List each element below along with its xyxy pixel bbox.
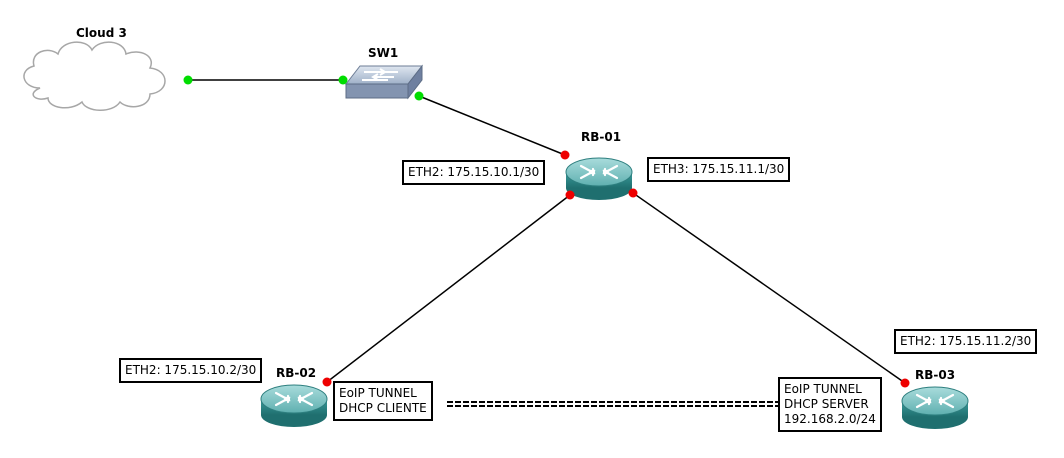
rb02-eth2-address: ETH2: 175.15.10.2/30: [125, 363, 257, 377]
rb01-label: RB-01: [581, 130, 622, 144]
rb03-label: RB-03: [915, 368, 956, 382]
switch-icon[interactable]: [344, 64, 424, 100]
port-status-rb01-eth3: [628, 188, 638, 198]
rb01-eth2-address: ETH2: 175.15.10.1/30: [408, 165, 540, 179]
router-rb01-icon[interactable]: [565, 157, 633, 200]
tunnel-server-note: EoIP TUNNEL DHCP SERVER 192.168.2.0/24: [778, 377, 882, 432]
rb03-eth2-address: ETH2: 175.15.11.2/30: [900, 334, 1032, 348]
rb01-eth3-note: ETH3: 175.15.11.1/30: [647, 157, 791, 182]
router-rb03-icon[interactable]: [901, 386, 969, 429]
tunnel-server-line1: EoIP TUNNEL: [784, 382, 862, 396]
tunnel-client-line1: EoIP TUNNEL: [339, 386, 417, 400]
port-status-cloud: [183, 75, 193, 85]
link-rb01-rb02[interactable]: [326, 194, 571, 383]
switch-label: SW1: [368, 46, 399, 60]
eoip-tunnel-link[interactable]: [447, 401, 778, 407]
tunnel-client-note: EoIP TUNNEL DHCP CLIENTE: [333, 381, 433, 421]
rb01-eth3-address: ETH3: 175.15.11.1/30: [653, 162, 785, 176]
rb01-eth2-note: ETH2: 175.15.10.1/30: [402, 160, 546, 185]
tunnel-server-line2: DHCP SERVER: [784, 397, 869, 411]
link-rb01-rb03[interactable]: [632, 192, 906, 384]
port-status-rb02: [322, 377, 332, 387]
rb03-eth2-note: ETH2: 175.15.11.2/30: [894, 329, 1038, 354]
port-status-sw1-right: [414, 91, 424, 101]
router-rb02-icon[interactable]: [260, 384, 328, 427]
link-sw1-rb01[interactable]: [418, 95, 566, 156]
cloud-icon[interactable]: [23, 41, 166, 111]
tunnel-client-line2: DHCP CLIENTE: [339, 401, 427, 415]
port-status-rb01-top: [560, 150, 570, 160]
port-status-rb01-eth2: [565, 190, 575, 200]
tunnel-server-line3: 192.168.2.0/24: [784, 412, 876, 426]
rb02-label: RB-02: [276, 366, 317, 380]
port-status-rb03: [900, 378, 910, 388]
port-status-sw1-left: [338, 75, 348, 85]
cloud-label: Cloud 3: [76, 26, 127, 40]
rb02-eth2-note: ETH2: 175.15.10.2/30: [119, 358, 263, 383]
